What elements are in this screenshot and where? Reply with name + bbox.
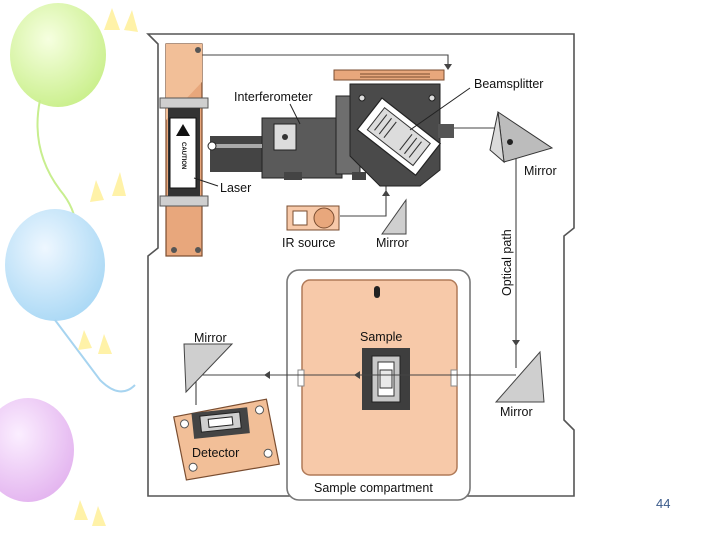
laser-unit: CAUTION <box>159 43 209 257</box>
sparkle-rays <box>74 8 138 526</box>
beamsplitter-assembly <box>333 69 454 187</box>
label-mirror-bottom-right: Mirror <box>500 405 533 419</box>
label-mirror-top-right: Mirror <box>524 164 557 178</box>
label-interferometer: Interferometer <box>234 90 313 104</box>
detector-unit <box>173 398 280 481</box>
optical-path-arrows <box>264 64 520 379</box>
mirror-left <box>183 343 234 394</box>
mirror-bottom-right <box>494 350 545 403</box>
page-number: 44 <box>656 496 671 511</box>
label-mirror-ir: Mirror <box>376 236 409 250</box>
caution-label: CAUTION <box>180 142 186 169</box>
label-ir-source: IR source <box>282 236 336 250</box>
warning-triangle-icon <box>176 124 190 136</box>
sample-holder <box>362 348 410 410</box>
mirror-ir <box>381 198 407 235</box>
label-sample-compartment: Sample compartment <box>314 481 433 495</box>
leader-lines <box>193 87 471 187</box>
label-beamsplitter: Beamsplitter <box>474 77 543 91</box>
label-mirror-left: Mirror <box>194 331 227 345</box>
label-laser: Laser <box>220 181 251 195</box>
label-detector: Detector <box>192 446 239 460</box>
sample-compartment <box>286 269 471 501</box>
label-sample: Sample <box>360 330 402 344</box>
balloon-pink-icon <box>0 398 74 502</box>
mirror-top-right <box>489 110 554 164</box>
balloon-blue-icon <box>5 209 136 393</box>
label-optical-path: Optical path <box>500 229 514 296</box>
ir-source <box>286 205 340 231</box>
